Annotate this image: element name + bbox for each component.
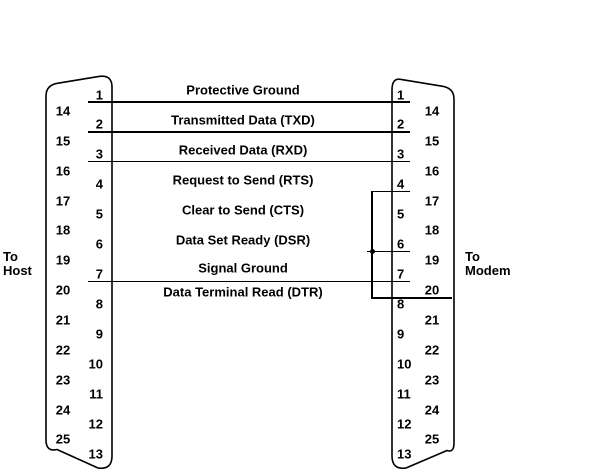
signal-label: Protective Ground [186, 82, 300, 98]
right-inner-pin-10: 10 [397, 356, 412, 372]
left-outer-pin-17: 17 [55, 193, 71, 209]
right-outer-pin-16: 16 [424, 163, 440, 179]
signal-label: Clear to Send (CTS) [181, 202, 305, 218]
right-outer-pin-21: 21 [424, 312, 440, 328]
left-outer-pin-20: 20 [55, 282, 71, 298]
jumper-vertical-line [371, 190, 373, 300]
left-outer-pin-19: 19 [55, 252, 71, 268]
right-inner-pin-8: 8 [397, 296, 405, 312]
jumper-pin-line [367, 250, 410, 253]
left-inner-pin-9: 9 [95, 326, 103, 342]
right-inner-pin-9: 9 [397, 326, 405, 342]
left-inner-pin-8: 8 [95, 296, 103, 312]
right-inner-pin-2: 2 [397, 116, 405, 132]
left-inner-pin-3: 3 [95, 146, 103, 162]
left-inner-pin-6: 6 [95, 236, 103, 252]
left-outer-pin-18: 18 [55, 222, 71, 238]
left-outer-pin-21: 21 [55, 312, 71, 328]
right-outer-pin-22: 22 [424, 342, 440, 358]
right-inner-pin-1: 1 [397, 87, 405, 102]
signal-label: Transmitted Data (TXD) [171, 112, 315, 128]
signal-label: Signal Ground [198, 260, 288, 276]
right-inner-pin-5: 5 [397, 206, 405, 222]
right-outer-pin-18: 18 [424, 222, 440, 238]
right-inner-pin-13: 13 [397, 446, 412, 462]
right-inner-pin-3: 3 [397, 146, 405, 162]
right-outer-pin-14: 14 [424, 103, 440, 119]
left-inner-pin-5: 5 [95, 206, 103, 222]
signal-label: Data Terminal Read (DTR) [163, 284, 323, 300]
right-inner-pin-6: 6 [397, 236, 405, 252]
left-inner-pin-11: 11 [89, 386, 103, 402]
left-connector-outline [45, 75, 113, 470]
left-outer-pin-25: 25 [55, 431, 71, 447]
jumper-pin-line [371, 297, 452, 299]
left-outer-pin-24: 24 [55, 402, 71, 417]
right-inner-pin-7: 7 [397, 266, 405, 282]
right-inner-pin-11: 11 [397, 386, 411, 402]
left-outer-pin-23: 23 [55, 372, 71, 388]
right-outer-pin-25: 25 [424, 431, 440, 447]
to-modem-label: To Modem [465, 249, 511, 278]
to-host-label: To Host [3, 249, 32, 278]
signal-label: Data Set Ready (DSR) [175, 232, 311, 248]
right-inner-pin-4: 4 [397, 176, 405, 192]
signal-wire [88, 101, 410, 103]
signal-wire [88, 280, 410, 283]
left-inner-pin-4: 4 [95, 176, 103, 192]
left-inner-pin-13: 13 [88, 446, 103, 462]
junction-dot [369, 249, 375, 255]
left-inner-pin-1: 1 [95, 87, 103, 102]
right-outer-pin-17: 17 [424, 193, 440, 209]
signal-label: Request to Send (RTS) [172, 172, 314, 188]
right-outer-pin-19: 19 [424, 252, 440, 268]
jumper-pin-line [371, 190, 410, 193]
right-outer-pin-24: 24 [424, 402, 440, 417]
left-outer-pin-14: 14 [55, 103, 71, 119]
left-inner-pin-12: 12 [88, 416, 103, 432]
right-outer-pin-15: 15 [424, 133, 440, 149]
left-inner-pin-7: 7 [95, 266, 103, 282]
left-outer-pin-22: 22 [55, 342, 71, 358]
left-outer-pin-15: 15 [55, 133, 71, 149]
signal-label: Received Data (RXD) [178, 142, 308, 158]
left-outer-pin-16: 16 [55, 163, 71, 179]
left-inner-pin-10: 10 [88, 356, 103, 372]
right-connector-outline [391, 78, 455, 470]
right-inner-pin-12: 12 [397, 416, 412, 432]
right-outer-pin-23: 23 [424, 372, 440, 388]
signal-wire [88, 130, 410, 133]
left-inner-pin-2: 2 [95, 116, 103, 132]
signal-wire [88, 160, 410, 163]
right-outer-pin-20: 20 [424, 282, 440, 298]
